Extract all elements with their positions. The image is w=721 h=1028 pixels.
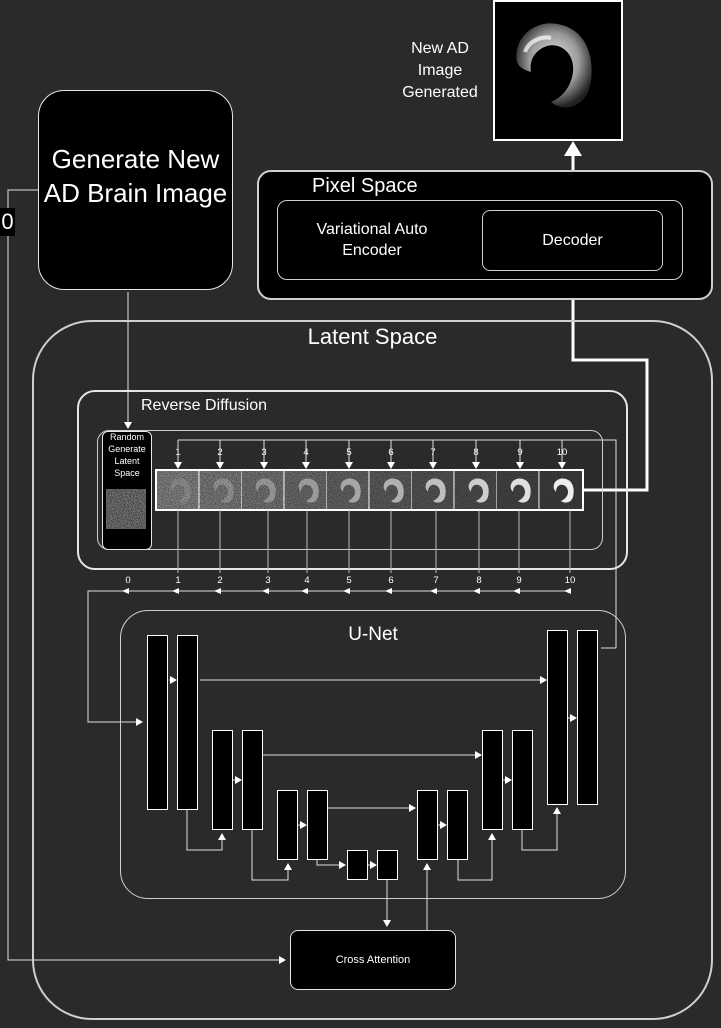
diffusion-frame-3 (242, 471, 285, 509)
decoder-label: Decoder (482, 231, 663, 251)
diffusion-frame-6 (370, 471, 413, 509)
reverse-diffusion-title: Reverse Diffusion (141, 396, 267, 416)
top-step-arrow-7 (428, 440, 438, 470)
brain-image (495, 2, 620, 138)
diffusion-frame-4 (285, 471, 328, 509)
vae-label: Variational Auto Encoder (312, 219, 432, 261)
bottom-step-connector-9 (513, 510, 525, 600)
unet-block-14 (577, 630, 598, 805)
bottom-step-connector-1 (172, 510, 184, 600)
bottom-step-connector-3 (262, 510, 274, 600)
diffusion-frame-10 (540, 471, 583, 509)
unet-block-12 (512, 730, 533, 830)
diffusion-frame-9 (497, 471, 540, 509)
cross-attention-label: Cross Attention (290, 953, 456, 967)
unet-block-3 (212, 730, 233, 830)
unet-block-2 (177, 635, 198, 810)
top-step-arrow-2 (215, 440, 225, 470)
top-step-arrow-4 (301, 440, 311, 470)
side-zero-label: 0 (0, 208, 15, 236)
unet-block-6 (307, 790, 328, 860)
top-step-arrow-6 (386, 440, 396, 470)
random-latent-label: Random Generate Latent Space (102, 431, 152, 479)
diffusion-frame-8 (455, 471, 498, 509)
top-step-arrow-1 (173, 440, 183, 470)
bottom-step-connector-0 (122, 510, 134, 600)
unet-block-13 (547, 630, 568, 805)
diffusion-frames-strip (155, 469, 584, 511)
output-label: New AD Image Generated (392, 38, 488, 104)
bottom-step-connector-7 (430, 510, 442, 600)
unet-block-4 (242, 730, 263, 830)
unet-block-10 (447, 790, 468, 860)
top-step-arrow-5 (344, 440, 354, 470)
diffusion-frame-7 (412, 471, 455, 509)
bottom-step-connector-10 (564, 510, 576, 600)
bottom-step-connector-2 (214, 510, 226, 600)
generate-label: Generate New AD Brain Image (42, 142, 229, 210)
unet-block-1 (147, 635, 168, 810)
diffusion-frame-2 (200, 471, 243, 509)
bottom-step-connector-6 (385, 510, 397, 600)
latent-space-title: Latent Space (32, 324, 713, 350)
diffusion-frame-1 (157, 471, 200, 509)
pixel-space-title: Pixel Space (312, 175, 418, 197)
unet-block-5 (277, 790, 298, 860)
output-image-frame (493, 0, 623, 141)
bottom-step-connector-4 (301, 510, 313, 600)
unet-block-7 (347, 850, 368, 880)
unet-block-8 (377, 850, 398, 880)
unet-block-9 (417, 790, 438, 860)
top-step-arrow-8 (471, 440, 481, 470)
diffusion-frame-5 (327, 471, 370, 509)
bottom-step-connector-5 (343, 510, 355, 600)
top-step-arrow-3 (259, 440, 269, 470)
bottom-step-connector-8 (473, 510, 485, 600)
top-step-arrow-9 (515, 440, 525, 470)
unet-block-11 (482, 730, 503, 830)
top-step-arrow-10 (557, 440, 567, 470)
